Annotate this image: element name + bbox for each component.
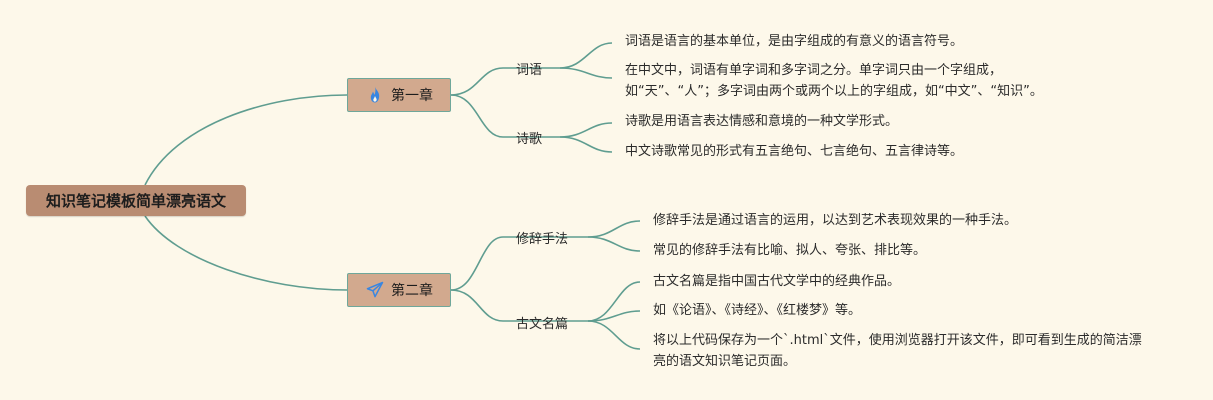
connector-note <box>587 320 641 350</box>
connector-note <box>587 310 641 322</box>
connector-chapter2-topic1 <box>450 236 504 291</box>
chapter-node-1[interactable]: 第一章 <box>347 78 451 112</box>
note-text: 古文名篇是指中国古代文学中的经典作品。 <box>653 274 901 289</box>
connector-note <box>559 42 613 69</box>
note-text: 如《论语》、《诗经》、《红楼梦》等。 <box>653 303 862 318</box>
note-text: 诗歌是用语言表达情感和意境的一种文学形式。 <box>625 114 899 129</box>
connector-chapter1-topic1 <box>450 67 504 96</box>
topic-node[interactable]: 诗歌 <box>516 132 543 147</box>
root-node[interactable]: 知识笔记模板简单漂亮语文 <box>26 185 246 216</box>
connector-note <box>559 136 613 153</box>
paper-plane-icon <box>366 281 384 298</box>
connector-note <box>587 220 641 238</box>
note-text: 修辞手法是通过语言的运用，以达到艺术表现效果的一种手法。 <box>653 213 1018 228</box>
flame-icon <box>370 86 380 103</box>
connector-note <box>559 122 613 138</box>
chapter-label: 第一章 <box>391 88 433 104</box>
connector-chapter2-topic2 <box>450 289 504 322</box>
note-text: 中文诗歌常见的形式有五言绝句、七言绝句、五言律诗等。 <box>625 144 964 159</box>
connector-root-chapter1 <box>144 94 348 186</box>
connector-note <box>559 67 613 79</box>
connector-root-chapter2 <box>144 215 348 291</box>
connector-note <box>587 236 641 252</box>
connector-note <box>587 281 641 322</box>
topic-node[interactable]: 词语 <box>516 63 543 78</box>
chapter-node-2[interactable]: 第二章 <box>347 273 451 307</box>
chapter-label: 第二章 <box>391 283 433 299</box>
topic-node[interactable]: 古文名篇 <box>516 317 569 332</box>
root-title: 知识笔记模板简单漂亮语文 <box>45 192 226 210</box>
note-text: 将以上代码保存为一个`.html`文件，使用浏览器打开该文件，即可看到生成的简洁… <box>653 333 1142 369</box>
note-text: 在中文中，词语有单字词和多字词之分。单字词只由一个字组成，如“天”、“人”；多字… <box>625 63 1043 99</box>
note-text: 词语是语言的基本单位，是由字组成的有意义的语言符号。 <box>625 34 964 49</box>
connector-chapter1-topic2 <box>450 94 504 138</box>
note-text: 常见的修辞手法有比喻、拟人、夸张、排比等。 <box>653 243 927 258</box>
topic-node[interactable]: 修辞手法 <box>516 232 569 247</box>
